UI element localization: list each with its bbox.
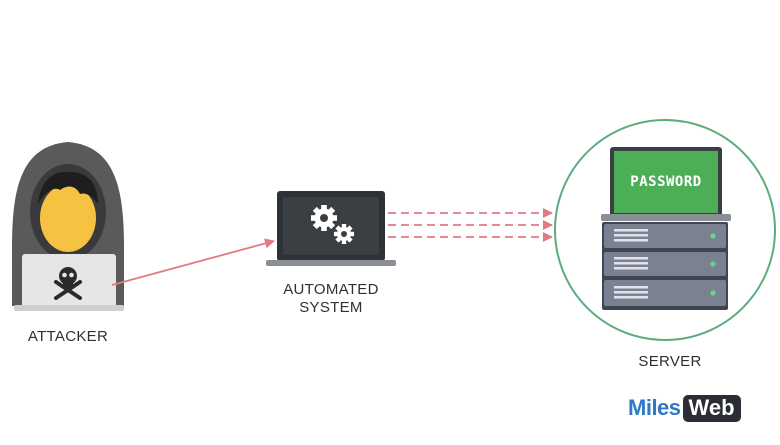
password-screen-text: PASSWORD (630, 174, 702, 190)
automated-system-label-line-2: SYSTEM (299, 299, 363, 316)
automated-system-label: AUTOMATED SYSTEM (266, 281, 396, 317)
gears-icon (311, 205, 354, 244)
skull-crossbones-icon (54, 267, 82, 300)
milesweb-logo: Miles Web (628, 394, 741, 422)
automated-system-label-line-1: AUTOMATED (283, 281, 379, 298)
server-label: SERVER (638, 353, 702, 370)
server-led-3 (710, 290, 716, 296)
logo-text-web: Web (682, 394, 741, 422)
system-to-server-arrows (388, 208, 553, 242)
server-led-1 (710, 233, 716, 239)
password-monitor-icon (601, 147, 731, 221)
attacker-label: ATTACKER (27, 328, 109, 345)
automated-system-laptop-icon (266, 191, 396, 266)
logo-text-miles: Miles (628, 395, 681, 420)
attacker-to-system-arrow (111, 238, 275, 286)
attacker-icon (12, 142, 124, 311)
server-rack-icon (602, 222, 728, 310)
server-circle (554, 119, 776, 341)
server-led-2 (710, 261, 716, 267)
